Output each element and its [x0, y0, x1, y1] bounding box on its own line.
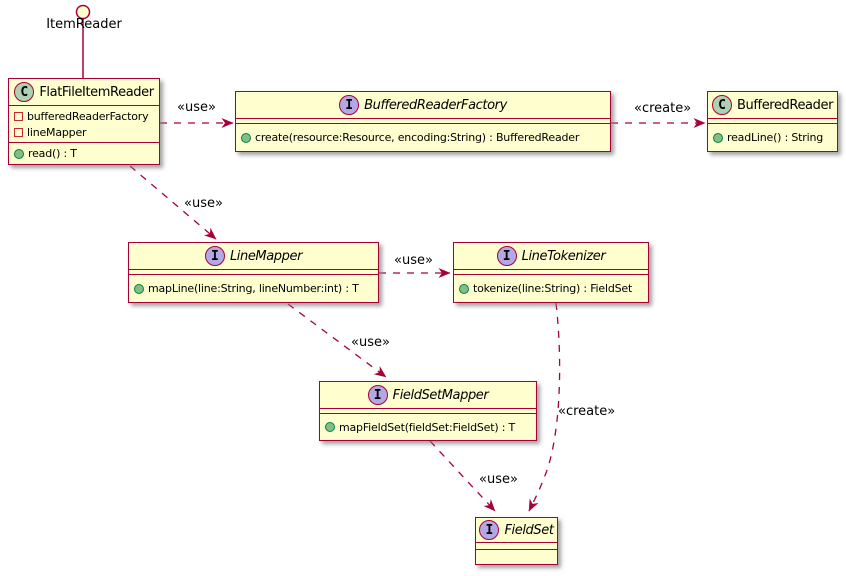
fields-section-empty	[454, 270, 648, 275]
interface-name: FieldSet	[504, 522, 554, 538]
interface-buffered-reader-factory: I BufferedReaderFactory create(resource:…	[235, 91, 611, 152]
fields-section-empty	[236, 119, 610, 124]
interface-line-mapper: I LineMapper mapLine(line:String, lineNu…	[128, 242, 379, 303]
class-flat-file-item-reader: C FlatFileItemReader bufferedReaderFacto…	[8, 78, 160, 165]
interface-name: BufferedReaderFactory	[364, 97, 507, 113]
field-row: bufferedReaderFactory	[14, 108, 154, 124]
methods-section: readLine() : String	[708, 124, 837, 151]
method-icon	[325, 422, 335, 432]
interface-field-set: I FieldSet	[475, 517, 558, 565]
edge-label-use: «use»	[177, 100, 216, 115]
interface-name: LineMapper	[229, 248, 303, 264]
methods-section: mapFieldSet(fieldSet:FieldSet) : T	[320, 414, 536, 440]
method-label: mapLine(line:String, lineNumber:int) : T	[148, 282, 359, 295]
method-label: tokenize(line:String) : FieldSet	[473, 282, 633, 295]
field-icon	[14, 111, 23, 121]
class-buffered-reader: C BufferedReader readLine() : String	[707, 91, 838, 152]
class-icon: C	[711, 95, 732, 115]
method-label: readLine() : String	[727, 131, 824, 144]
interface-header: I LineMapper	[129, 243, 378, 270]
edge-label-create: «create»	[634, 101, 692, 116]
interface-name: LineTokenizer	[521, 248, 606, 264]
methods-section: mapLine(line:String, lineNumber:int) : T	[129, 275, 378, 302]
interface-header: I FieldSet	[476, 518, 557, 543]
interface-header: I LineTokenizer	[454, 243, 648, 270]
fields-section-empty	[129, 270, 378, 275]
field-icon	[14, 127, 23, 137]
edge-label-use: «use»	[184, 196, 223, 211]
methods-section: create(resource:Resource, encoding:Strin…	[236, 124, 610, 151]
fields-section: bufferedReaderFactory lineMapper	[9, 106, 159, 143]
method-row: readLine() : String	[713, 130, 832, 146]
class-header: C FlatFileItemReader	[9, 79, 159, 106]
edge-label-use: «use»	[351, 335, 390, 350]
method-row: create(resource:Resource, encoding:Strin…	[241, 130, 605, 146]
interface-line-tokenizer: I LineTokenizer tokenize(line:String) : …	[453, 242, 649, 303]
edge-label-use: «use»	[479, 472, 518, 487]
interface-icon: I	[496, 246, 517, 266]
edge-label-use: «use»	[394, 253, 433, 268]
method-label: create(resource:Resource, encoding:Strin…	[255, 131, 580, 144]
fields-section-empty	[476, 543, 557, 550]
method-icon	[14, 148, 24, 159]
fields-section-empty	[708, 119, 837, 124]
interface-icon: I	[479, 520, 500, 540]
method-icon	[241, 132, 251, 143]
field-label: lineMapper	[27, 125, 87, 139]
method-icon	[459, 283, 469, 294]
field-label: bufferedReaderFactory	[27, 109, 149, 123]
interface-icon: I	[367, 385, 388, 405]
method-label: read() : T	[28, 147, 77, 160]
methods-section: read() : T	[9, 143, 159, 164]
method-icon	[713, 132, 723, 143]
interface-icon: I	[339, 95, 360, 115]
method-row: tokenize(line:String) : FieldSet	[459, 281, 643, 297]
field-row: lineMapper	[14, 124, 154, 140]
fields-section-empty	[320, 409, 536, 414]
method-icon	[134, 283, 144, 294]
method-row: mapLine(line:String, lineNumber:int) : T	[134, 281, 373, 297]
method-row: read() : T	[14, 146, 154, 162]
class-name: BufferedReader	[736, 97, 834, 113]
class-header: C BufferedReader	[708, 92, 837, 119]
class-icon: C	[14, 82, 35, 102]
interface-name: FieldSetMapper	[392, 387, 489, 403]
edge-label-create: «create»	[558, 404, 616, 419]
interface-field-set-mapper: I FieldSetMapper mapFieldSet(fieldSet:Fi…	[319, 381, 537, 441]
class-name: FlatFileItemReader	[39, 84, 154, 100]
interface-header: I BufferedReaderFactory	[236, 92, 610, 119]
lollipop-label-itemreader: ItemReader	[46, 17, 122, 32]
interface-icon: I	[204, 246, 225, 266]
method-row: mapFieldSet(fieldSet:FieldSet) : T	[325, 419, 531, 435]
methods-section-empty	[476, 550, 557, 564]
method-label: mapFieldSet(fieldSet:FieldSet) : T	[339, 420, 516, 434]
interface-header: I FieldSetMapper	[320, 382, 536, 409]
methods-section: tokenize(line:String) : FieldSet	[454, 275, 648, 302]
